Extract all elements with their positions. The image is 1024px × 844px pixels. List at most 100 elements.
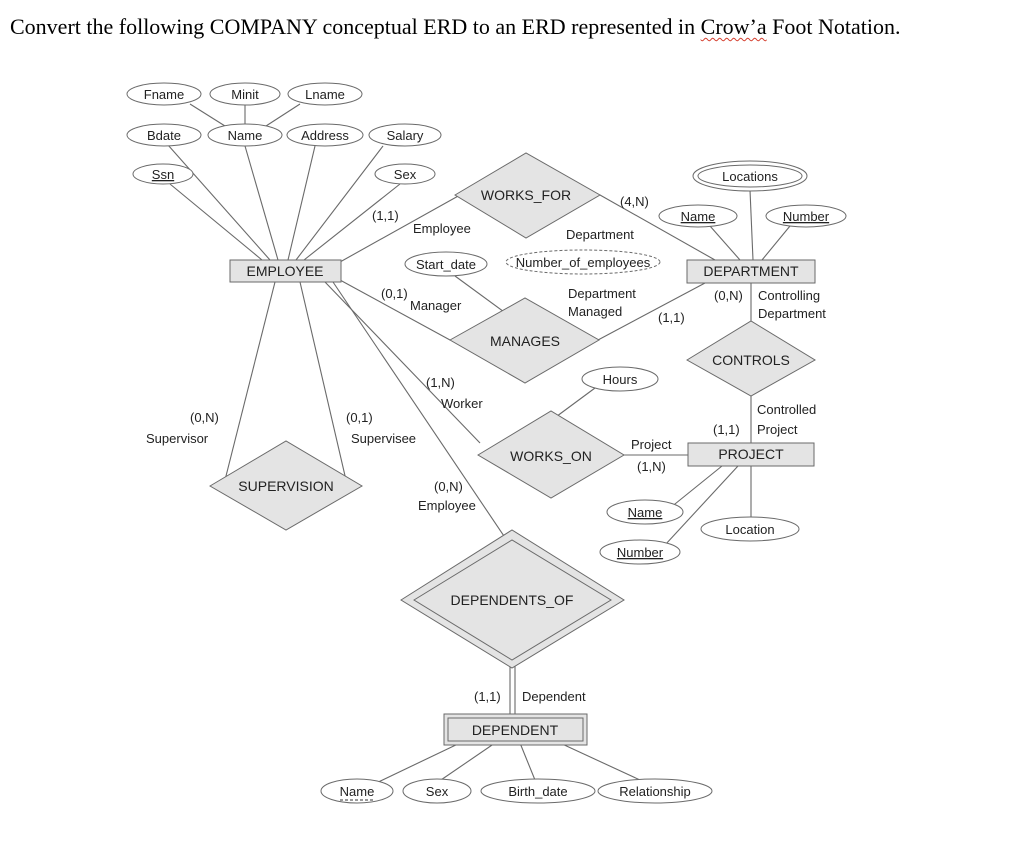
attr-locations-inner-oval xyxy=(697,164,803,188)
entity-department-label: DEPARTMENT xyxy=(703,263,799,279)
entity-dependent-label: DEPENDENT xyxy=(472,722,559,738)
controls-dept-card: (0,N) xyxy=(714,288,743,303)
works-for-emp-card: (1,1) xyxy=(372,208,399,223)
attr-number-of-employees-label: Number_of_employees xyxy=(516,255,651,270)
rel-works-for-diamond xyxy=(454,152,602,239)
works-for-dept-card: (4,N) xyxy=(620,194,649,209)
attr-hours-label: Hours xyxy=(603,372,638,387)
attr-address-label: Address xyxy=(301,128,349,143)
connector-dependent-relationship xyxy=(559,742,641,781)
question-text-start: Convert the following COMPANY conceptual… xyxy=(10,14,701,39)
attr-lname-oval xyxy=(287,82,363,106)
attr-dep-sex-label: Sex xyxy=(426,784,449,799)
controls-dept-role-2: Department xyxy=(758,306,826,321)
controls-proj-role-1: Controlled xyxy=(757,402,816,417)
attr-start-date-label: Start_date xyxy=(416,257,476,272)
connector-salary-employee xyxy=(295,145,384,261)
connector-employee-manages xyxy=(339,279,451,341)
attr-hours-oval xyxy=(581,366,659,392)
rel-dependents-of-inner-diamond xyxy=(413,539,612,661)
misspelled-word: Crow’a xyxy=(700,14,767,39)
manages-dept-card: (1,1) xyxy=(658,310,685,325)
dependents-dep-role: Dependent xyxy=(522,689,586,704)
connector-address-employee xyxy=(287,145,316,261)
connector-lname-name xyxy=(265,103,301,127)
attribute-labels: Fname Minit Lname Bdate Name Address Sal… xyxy=(144,87,830,799)
relationship-diamonds xyxy=(209,152,816,669)
attr-proj-number-oval xyxy=(599,539,681,565)
attr-emp-name-label: Name xyxy=(228,128,263,143)
works-for-emp-role: Employee xyxy=(413,221,471,236)
connector-dept-name-department xyxy=(709,225,741,261)
connector-locations-department xyxy=(749,189,754,261)
connector-employee-dependents-of xyxy=(332,281,513,549)
attr-proj-name-oval xyxy=(606,499,684,525)
controls-proj-role-2: Project xyxy=(757,422,798,437)
rel-works-on-label: WORKS_ON xyxy=(510,448,592,464)
connector-dependent-sex xyxy=(437,742,496,783)
attr-ssn-label: Ssn xyxy=(152,167,174,182)
attr-emp-sex-oval xyxy=(374,163,436,185)
entity-employee-label: EMPLOYEE xyxy=(246,263,323,279)
attr-dept-number-oval xyxy=(765,204,847,228)
connector-manages-department xyxy=(597,282,706,341)
supervisee-role: Supervisee xyxy=(351,431,416,446)
dependents-dep-card: (1,1) xyxy=(474,689,501,704)
works-for-dept-role: Department xyxy=(566,227,634,242)
supervisee-card: (0,1) xyxy=(346,410,373,425)
connector-proj-number-project xyxy=(664,465,739,546)
connector-dept-number-department xyxy=(761,225,791,261)
connector-name-employee xyxy=(244,145,279,261)
works-on-proj-card: (1,N) xyxy=(637,459,666,474)
attr-dept-name-oval xyxy=(658,204,738,228)
attr-dept-number-label: Number xyxy=(783,209,830,224)
question-text: Convert the following COMPANY conceptual… xyxy=(10,14,900,40)
rel-manages-diamond xyxy=(448,297,601,384)
relationship-labels: WORKS_FOR MANAGES CONTROLS WORKS_ON SUPE… xyxy=(238,187,790,608)
rel-supervision-diamond xyxy=(209,440,363,531)
entity-boxes xyxy=(229,259,816,746)
works-on-emp-card: (1,N) xyxy=(426,375,455,390)
connector-employee-works-for xyxy=(339,194,461,263)
attr-salary-label: Salary xyxy=(387,128,424,143)
attr-fname-oval xyxy=(126,82,202,106)
attr-address-oval xyxy=(286,123,364,147)
attr-number-of-employees-oval xyxy=(505,249,661,275)
rel-controls-diamond xyxy=(686,320,816,397)
connector-proj-name-project xyxy=(669,465,723,509)
connector-dependent-birth-date xyxy=(519,742,536,781)
attr-location-label: Location xyxy=(725,522,774,537)
rel-dependents-of-label: DEPENDENTS_OF xyxy=(451,592,574,608)
cardinality-labels: (1,1) Employee (4,N) Department (0,1) Ma… xyxy=(146,194,826,704)
works-on-emp-role: Worker xyxy=(441,396,483,411)
entity-project-box xyxy=(687,442,815,467)
dependents-emp-card: (0,N) xyxy=(434,479,463,494)
manages-emp-role: Manager xyxy=(410,298,462,313)
attr-bdate-oval xyxy=(126,123,202,147)
attr-emp-sex-label: Sex xyxy=(394,167,417,182)
connector-works-for-department xyxy=(599,194,716,261)
connector-ssn-employee xyxy=(169,183,263,261)
controls-dept-role-1: Controlling xyxy=(758,288,820,303)
rel-controls-label: CONTROLS xyxy=(712,352,790,368)
connector-dependent-name xyxy=(371,742,461,786)
attr-fname-label: Fname xyxy=(144,87,184,102)
manages-dept-role-2: Managed xyxy=(568,304,622,319)
connector-sex-employee xyxy=(303,183,401,261)
attr-dep-sex-oval xyxy=(402,778,472,804)
attr-dep-name-oval xyxy=(320,778,394,804)
attr-dep-name-label: Name xyxy=(340,784,375,799)
connector-fname-name xyxy=(189,103,226,127)
connector-bdate-employee xyxy=(167,144,271,261)
attr-start-date-oval xyxy=(404,251,488,277)
attr-lname-label: Lname xyxy=(305,87,345,102)
attr-proj-number-label: Number xyxy=(617,545,664,560)
attr-minit-oval xyxy=(209,82,281,106)
attr-ssn-oval xyxy=(132,163,194,185)
attr-proj-name-label: Name xyxy=(628,505,663,520)
attr-bdate-label: Bdate xyxy=(147,128,181,143)
manages-dept-role-1: Department xyxy=(568,286,636,301)
attr-emp-name-oval xyxy=(207,123,283,147)
entity-labels: EMPLOYEE DEPARTMENT PROJECT DEPENDENT xyxy=(246,263,799,738)
